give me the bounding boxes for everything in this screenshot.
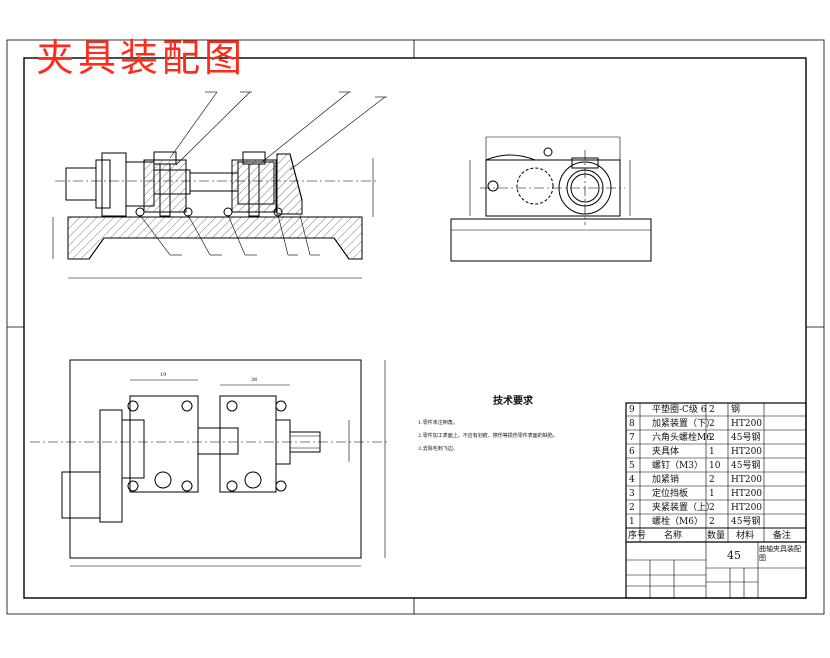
bom-header-qty: 数量 bbox=[707, 531, 726, 541]
bom-row-name: 六角头螺栓M6 bbox=[652, 433, 712, 443]
bom-header-name: 名称 bbox=[664, 531, 683, 541]
bom-row-name: 螺栓（M6） bbox=[652, 517, 703, 527]
bom-row-name: 定位挡板 bbox=[652, 489, 689, 499]
tech-req-heading: 技术要求 bbox=[493, 396, 533, 407]
tech-req-item-1: 1.零件未注倒角。 bbox=[418, 420, 458, 426]
bom-row-no: 5 bbox=[629, 461, 635, 471]
bom-row-qty: 2 bbox=[709, 419, 715, 429]
bom-row-qty: 2 bbox=[709, 475, 715, 485]
bom-row-mat: HT200 bbox=[731, 489, 763, 499]
bom-row-qty: 10 bbox=[709, 461, 721, 471]
tech-req-item-3: 3.去除毛刺飞边。 bbox=[418, 446, 458, 452]
bom-header-mat: 材料 bbox=[736, 531, 755, 541]
bom-row-no: 4 bbox=[629, 475, 635, 485]
bom-row-mat: HT200 bbox=[731, 447, 763, 457]
bom-row-no: 1 bbox=[629, 517, 635, 527]
bom-row-name: 平垫圈-C级 6 bbox=[652, 405, 707, 415]
bom-row-no: 6 bbox=[629, 447, 635, 457]
bom-row-qty: 1 bbox=[709, 489, 715, 499]
bom-row-name: 螺钉（M3） bbox=[652, 461, 703, 471]
sheet-frame bbox=[6, 39, 825, 615]
bom-row-no: 3 bbox=[629, 489, 635, 499]
tech-req-item-2: 2.零件加工表面上，不应有划痕、擦伤等损伤零件表面的缺陷。 bbox=[418, 433, 558, 439]
bom-table-grid bbox=[625, 402, 807, 599]
bom-row-qty: 1 bbox=[709, 447, 715, 457]
bom-row-no: 9 bbox=[629, 405, 635, 415]
bom-row-qty: 2 bbox=[709, 517, 715, 527]
drawing-title: 夹具装配图 bbox=[36, 36, 247, 80]
bom-row-name: 夹具体 bbox=[652, 447, 680, 457]
drawing-name-cell: 曲轴夹具装配图 bbox=[759, 545, 801, 562]
dim-19: 19 bbox=[160, 372, 167, 378]
bom-row-mat: 45号钢 bbox=[731, 517, 761, 527]
bom-row-no: 7 bbox=[629, 433, 635, 443]
bom-row-mat: 钢 bbox=[731, 405, 741, 415]
bom-header-no: 序号 bbox=[628, 531, 647, 541]
bom-row-name: 夹紧装置（上） bbox=[652, 503, 716, 513]
bom-row-mat: 45号钢 bbox=[731, 461, 761, 471]
bom-row-qty: 2 bbox=[709, 405, 715, 415]
bom-row-qty: 2 bbox=[709, 503, 715, 513]
front-view bbox=[52, 91, 387, 279]
bom-row-mat: HT200 bbox=[731, 419, 763, 429]
material-cell: 45 bbox=[727, 549, 741, 562]
bom-row-qty: 2 bbox=[709, 433, 715, 443]
bom-row-mat: 45号钢 bbox=[731, 433, 761, 443]
bom-row-no: 8 bbox=[629, 419, 635, 429]
side-view bbox=[450, 136, 652, 262]
top-view bbox=[30, 359, 390, 567]
bom-row-mat: HT200 bbox=[731, 475, 763, 485]
bom-row-name: 加紧装置（下） bbox=[652, 419, 716, 429]
bom-row-name: 加紧销 bbox=[652, 475, 680, 485]
bom-header-remark: 备注 bbox=[773, 531, 792, 541]
bom-row-mat: HT200 bbox=[731, 503, 763, 513]
bom-row-no: 2 bbox=[629, 503, 635, 513]
dim-36: 36 bbox=[251, 377, 258, 383]
